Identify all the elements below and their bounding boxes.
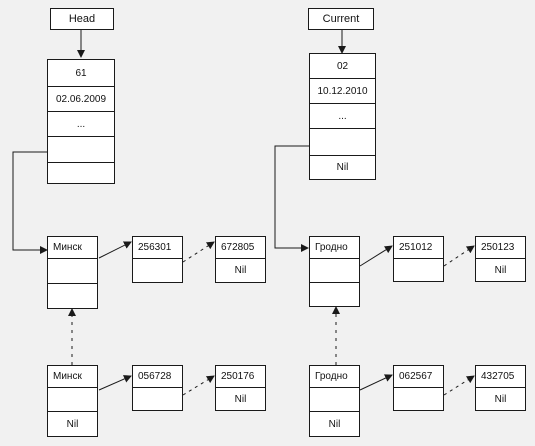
left-bottom-link-2 [182,375,215,396]
right-top-node-1-next [394,259,443,281]
left-top-n1: 256301 [133,237,182,259]
left-top-node-1: 256301 [132,236,183,283]
left-bottom-link-1 [98,375,132,391]
current-label: Current [322,13,360,25]
left-top-city-node: Минск [47,236,98,309]
head-record-id: 61 [48,60,114,87]
left-top-city-cell-2 [48,259,97,284]
right-top-link-1 [359,245,393,267]
left-bottom-nil-b: Nil [234,393,247,405]
left-top-link-1 [98,241,132,259]
left-bottom-node-1: 056728 [132,365,183,411]
left-bottom-nil-a: Nil [66,418,79,430]
left-top-city-cell-3 [48,284,97,308]
right-bottom-n1: 062567 [394,366,443,388]
head-record-more: ... [48,112,114,137]
right-top-node-1: 251012 [393,236,444,282]
right-top-n1: 251012 [394,237,443,259]
current-record-pointer-cell [310,129,375,156]
head-record-pointer-cell [48,137,114,163]
right-bottom-node-1: 062567 [393,365,444,411]
current-record-more: ... [310,104,375,129]
right-top-city-node: Гродно [309,236,360,307]
head-record-date: 02.06.2009 [48,87,114,112]
right-bottom-node-2: 432705 Nil [475,365,526,411]
head-record: 61 02.06.2009 ... [47,59,115,184]
left-top-nil: Nil [234,265,247,276]
right-bottom-city-cell-2 [310,388,359,412]
right-top-link-2 [443,245,475,267]
right-top-nil: Nil [494,264,507,276]
right-top-node-2: 250123 Nil [475,236,526,282]
left-top-city: Минск [48,237,97,259]
right-bottom-city-node: Гродно Nil [309,365,360,437]
right-bottom-link-1 [359,374,393,391]
current-record-next: Nil [336,162,349,173]
left-bottom-city-node: Минск Nil [47,365,98,437]
left-bottom-n1: 056728 [133,366,182,388]
current-record: 02 10.12.2010 ... Nil [309,53,376,180]
left-top-node-2: 672805 Nil [215,236,266,283]
current-label-box: Current [308,8,374,30]
current-record-date: 10.12.2010 [310,79,375,104]
left-top-n2: 672805 [216,237,265,259]
right-top-city-cell-2 [310,259,359,283]
head-label-box: Head [50,8,114,30]
current-record-id: 02 [310,54,375,79]
right-bottom-city: Гродно [310,366,359,388]
right-bottom-node-1-next [394,388,443,410]
left-bottom-node-1-next [133,388,182,410]
right-bottom-link-2 [443,375,475,396]
right-top-n2: 250123 [476,237,525,259]
head-record-empty-cell [48,163,114,183]
left-bottom-city: Минск [48,366,97,388]
current-record-link [274,145,342,252]
right-top-city: Гродно [310,237,359,259]
right-bottom-nil-b: Nil [494,393,507,405]
left-bottom-city-cell-2 [48,388,97,412]
left-top-node-1-next [133,259,182,282]
left-bottom-n2: 250176 [216,366,265,388]
left-bottom-node-2: 250176 Nil [215,365,266,411]
head-label: Head [68,13,96,25]
right-bottom-n2: 432705 [476,366,525,388]
right-bottom-nil-a: Nil [328,418,341,430]
right-top-city-cell-3 [310,283,359,306]
left-top-link-2 [182,241,215,263]
